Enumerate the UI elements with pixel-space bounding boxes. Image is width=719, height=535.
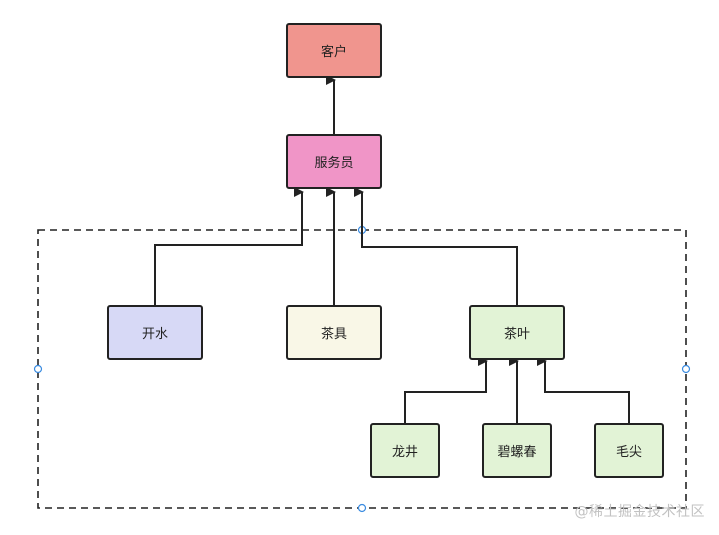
longjing-node[interactable]: 龙井: [370, 423, 440, 478]
longjing-label: 龙井: [391, 445, 418, 460]
edge-maojian-to-tea[interactable]: [537, 356, 630, 423]
maojian-node[interactable]: 毛尖: [594, 423, 664, 478]
edge-tea-to-waiter[interactable]: [354, 187, 518, 305]
biluochun-node[interactable]: 碧螺春: [482, 423, 552, 478]
customer-label: 客户: [320, 45, 347, 60]
waiter-node[interactable]: 服务员: [286, 134, 382, 189]
edge-longjing-to-tea[interactable]: [404, 356, 488, 423]
water-label: 开水: [141, 327, 168, 342]
group-selection-box[interactable]: [37, 229, 687, 509]
biluochun-label: 碧螺春: [497, 445, 537, 460]
edge-water-to-waiter[interactable]: [154, 187, 304, 305]
selection-handle-bottom[interactable]: [357, 503, 367, 513]
maojian-label: 毛尖: [615, 445, 642, 460]
watermark: @稀土掘金技术社区: [574, 504, 705, 520]
water-node[interactable]: 开水: [107, 305, 203, 360]
tea-label: 茶叶: [503, 327, 530, 342]
customer-node[interactable]: 客户: [286, 23, 382, 78]
tea-node[interactable]: 茶叶: [469, 305, 565, 360]
teaware-node[interactable]: 茶具: [286, 305, 382, 360]
teaware-label: 茶具: [320, 327, 347, 342]
selection-handle-left[interactable]: [33, 364, 43, 374]
waiter-label: 服务员: [314, 156, 354, 171]
selection-handle-right[interactable]: [681, 364, 691, 374]
